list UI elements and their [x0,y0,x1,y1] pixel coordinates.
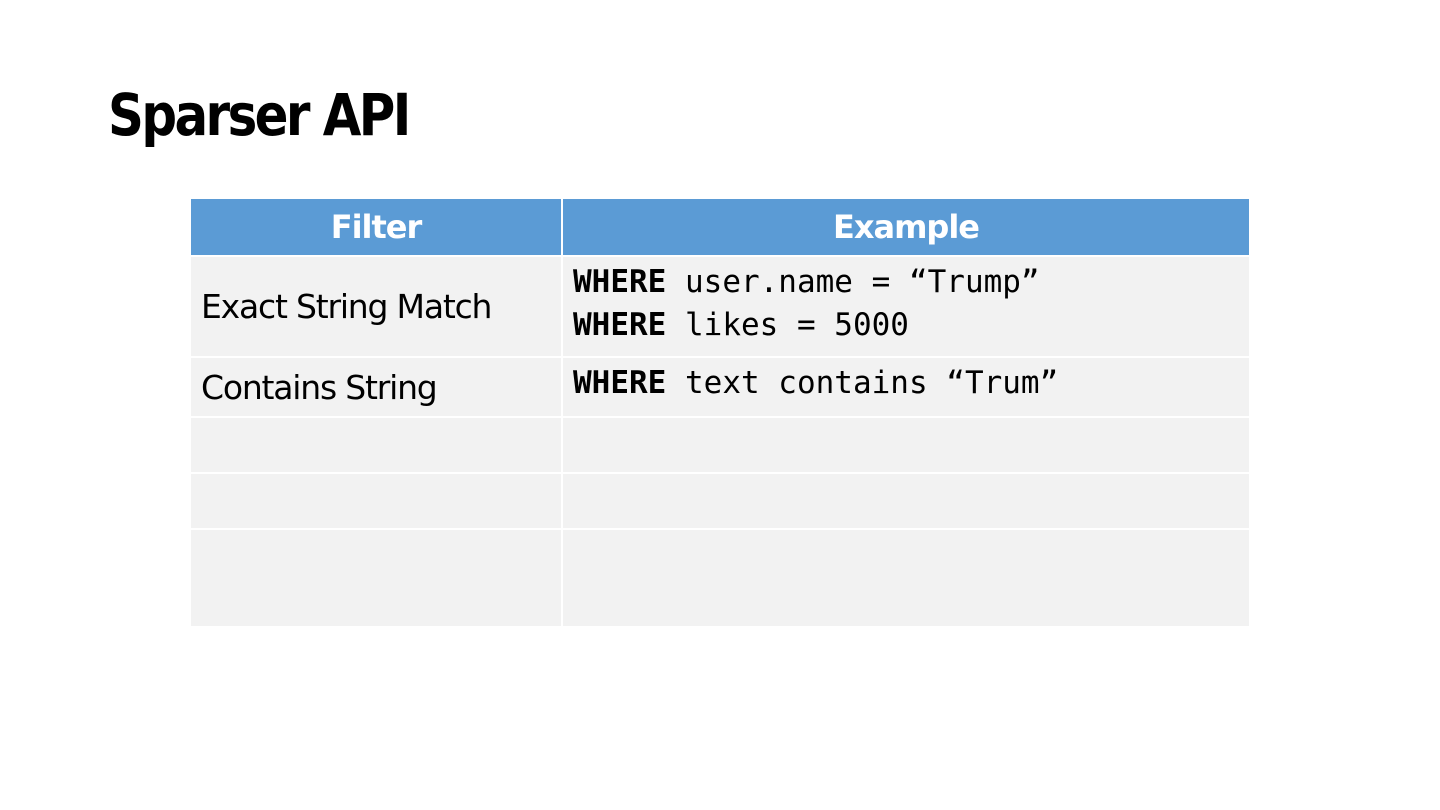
filter-cell [191,528,563,626]
code-keyword: WHERE [573,307,667,343]
code-text: text contains “Trum” [666,365,1059,401]
code-keyword: WHERE [573,365,667,401]
table-row: Exact String Match WHERE user.name = “Tr… [191,255,1249,358]
code-text: likes = 5000 [666,307,909,343]
table-row [191,528,1249,626]
column-header-example: Example [561,199,1249,257]
example-cell [561,528,1249,626]
code-text: user.name = “Trump” [666,264,1040,300]
filter-cell: Contains String [191,356,563,418]
column-header-filter: Filter [191,199,563,257]
code-keyword: WHERE [573,264,667,300]
slide-title: Sparser API [108,81,411,149]
example-cell: WHERE text contains “Trum” [561,356,1249,418]
table-row: Contains String WHERE text contains “Tru… [191,356,1249,418]
filter-cell [191,472,563,530]
filter-cell: Exact String Match [191,255,563,358]
code-line: WHERE likes = 5000 [573,304,1239,347]
filter-table: Filter Example Exact String Match WHERE … [191,199,1249,626]
code-line: WHERE user.name = “Trump” [573,261,1239,304]
filter-cell [191,416,563,474]
example-cell [561,416,1249,474]
example-cell: WHERE user.name = “Trump”WHERE likes = 5… [561,255,1249,358]
table-header-row: Filter Example [191,199,1249,257]
code-line: WHERE text contains “Trum” [573,362,1239,405]
example-cell [561,472,1249,530]
table-row [191,416,1249,474]
table-row [191,472,1249,530]
